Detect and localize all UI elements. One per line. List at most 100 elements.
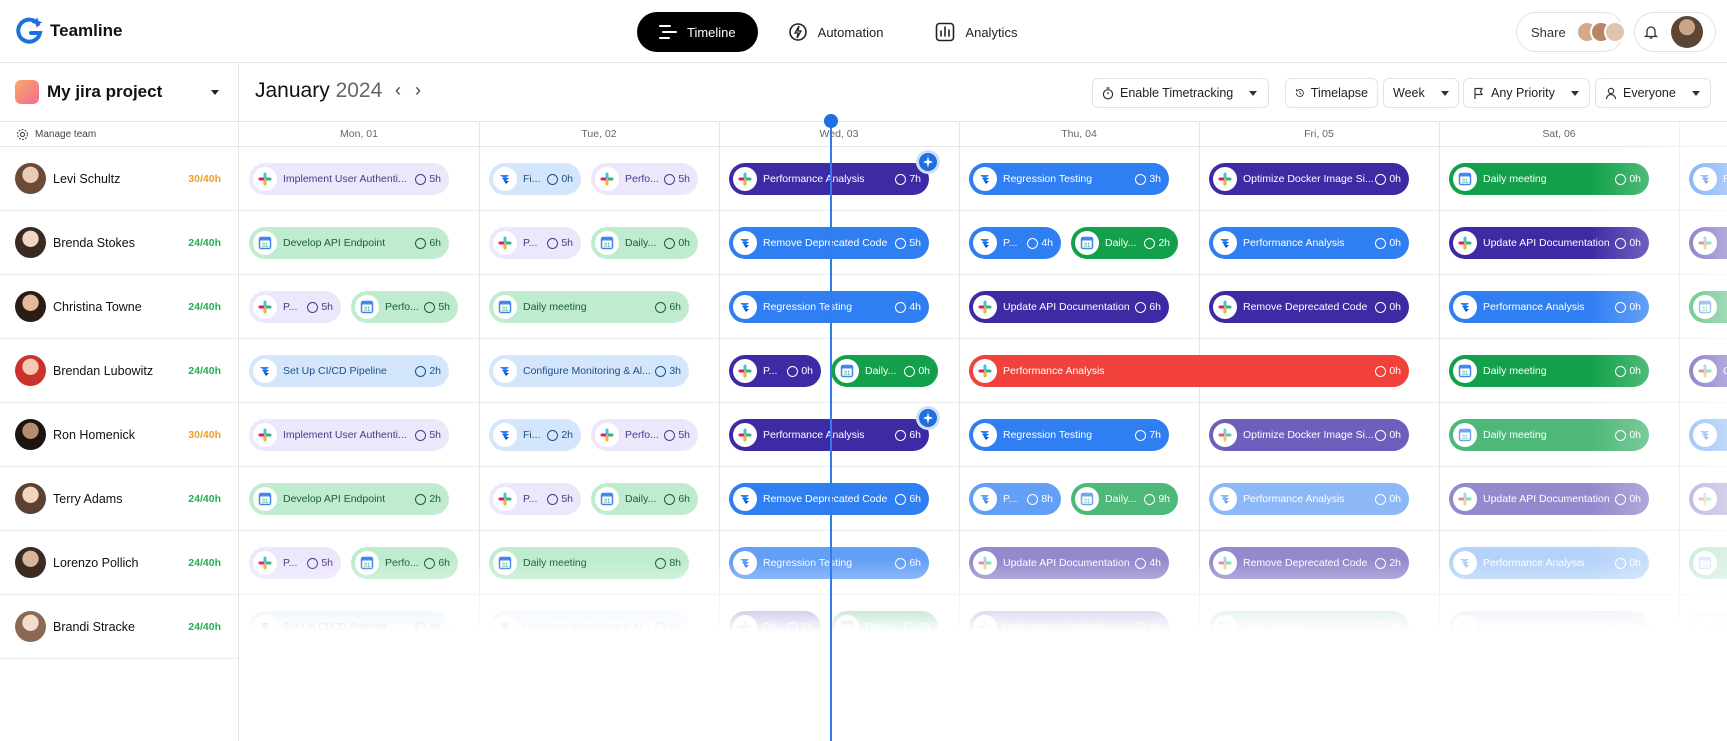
- row-divider: [239, 402, 1727, 403]
- task-duration-value: 6h: [909, 493, 921, 505]
- task-duration-value: 5h: [561, 237, 573, 249]
- task-duration-value: 7h: [909, 173, 921, 185]
- task-label: P...: [1003, 493, 1018, 505]
- avatar: [15, 419, 46, 450]
- slack-icon: [1453, 487, 1477, 511]
- bell-icon[interactable]: [1643, 24, 1659, 40]
- clock-icon: [904, 365, 916, 377]
- user-avatar[interactable]: [1671, 16, 1703, 48]
- avatar: [15, 163, 46, 194]
- priority-dropdown[interactable]: Any Priority: [1463, 78, 1590, 108]
- task-duration-value: 0h: [561, 173, 573, 185]
- task-duration: 0h: [664, 237, 690, 249]
- ai-sparkle-icon[interactable]: [916, 406, 940, 430]
- task-label: Daily...: [1105, 237, 1137, 249]
- ai-sparkle-icon[interactable]: [916, 150, 940, 174]
- jira-icon: [493, 359, 517, 383]
- chevron-left-icon[interactable]: ‹: [395, 80, 401, 100]
- manage-team-link[interactable]: Manage team: [0, 122, 238, 147]
- tab-timeline[interactable]: Timeline: [637, 12, 758, 52]
- clock-icon: [415, 237, 427, 249]
- range-dropdown[interactable]: Week: [1383, 78, 1459, 108]
- current-time-line[interactable]: [830, 118, 832, 741]
- task-bar[interactable]: Configure Monitoring & Al... 3h: [489, 355, 689, 387]
- task-bar[interactable]: Optimize Docker Image Si...0h: [1209, 163, 1409, 195]
- timelapse-button[interactable]: Timelapse: [1285, 78, 1378, 108]
- assignee-dropdown[interactable]: Everyone: [1595, 78, 1711, 108]
- project-selector[interactable]: My jira project: [0, 63, 238, 122]
- task-bar[interactable]: P...0h: [729, 355, 821, 387]
- task-duration: 5h: [664, 429, 690, 441]
- jira-icon: [973, 487, 997, 511]
- clock-icon: [1144, 237, 1156, 249]
- current-time-handle[interactable]: [824, 114, 838, 128]
- task-bar[interactable]: Perfo...5h: [591, 419, 698, 451]
- calendar-icon: 31: [253, 231, 277, 255]
- task-bar[interactable]: P...8h: [969, 483, 1061, 515]
- task-bar[interactable]: P...5h: [489, 227, 581, 259]
- timetracking-dropdown[interactable]: Enable Timetracking: [1092, 78, 1269, 108]
- tab-analytics[interactable]: Analytics: [913, 12, 1039, 52]
- task-bar[interactable]: Optimize Docker Image Si...0h: [1209, 419, 1409, 451]
- svg-text:31: 31: [1084, 243, 1091, 249]
- task-bar[interactable]: Fi...2h: [489, 419, 581, 451]
- project-icon: [15, 80, 39, 104]
- task-bar[interactable]: Perfo...5h: [591, 163, 698, 195]
- task-bar[interactable]: P...5h: [249, 291, 341, 323]
- task-bar[interactable]: P...4h: [969, 227, 1061, 259]
- task-duration-value: 3h: [669, 365, 681, 377]
- task-bar[interactable]: P...5h: [489, 483, 581, 515]
- avatar: [15, 355, 46, 386]
- task-bar[interactable]: Implement User Authenti...5h: [249, 163, 449, 195]
- task-bar[interactable]: Implement User Authenti...5h: [249, 419, 449, 451]
- tab-automation[interactable]: Automation: [766, 12, 906, 52]
- day-divider: [479, 122, 480, 662]
- timelapse-label: Timelapse: [1310, 86, 1368, 100]
- clock-icon: [1135, 429, 1147, 441]
- app-logo[interactable]: Teamline: [14, 16, 122, 46]
- row-divider: [239, 530, 1727, 531]
- shared-avatars: [1575, 21, 1626, 43]
- task-bar[interactable]: Fi...0h: [489, 163, 581, 195]
- task-duration: 0h: [1375, 173, 1401, 185]
- task-duration: 7h: [1135, 429, 1161, 441]
- task-duration-value: 5h: [429, 173, 441, 185]
- task-duration: 6h: [415, 237, 441, 249]
- automation-icon: [788, 23, 807, 41]
- task-label: Configure Monitoring & Al...: [523, 365, 651, 377]
- project-name: My jira project: [47, 82, 163, 101]
- jira-icon: [1213, 487, 1237, 511]
- share-button[interactable]: Share: [1516, 12, 1626, 52]
- chevron-right-icon[interactable]: ›: [415, 80, 421, 100]
